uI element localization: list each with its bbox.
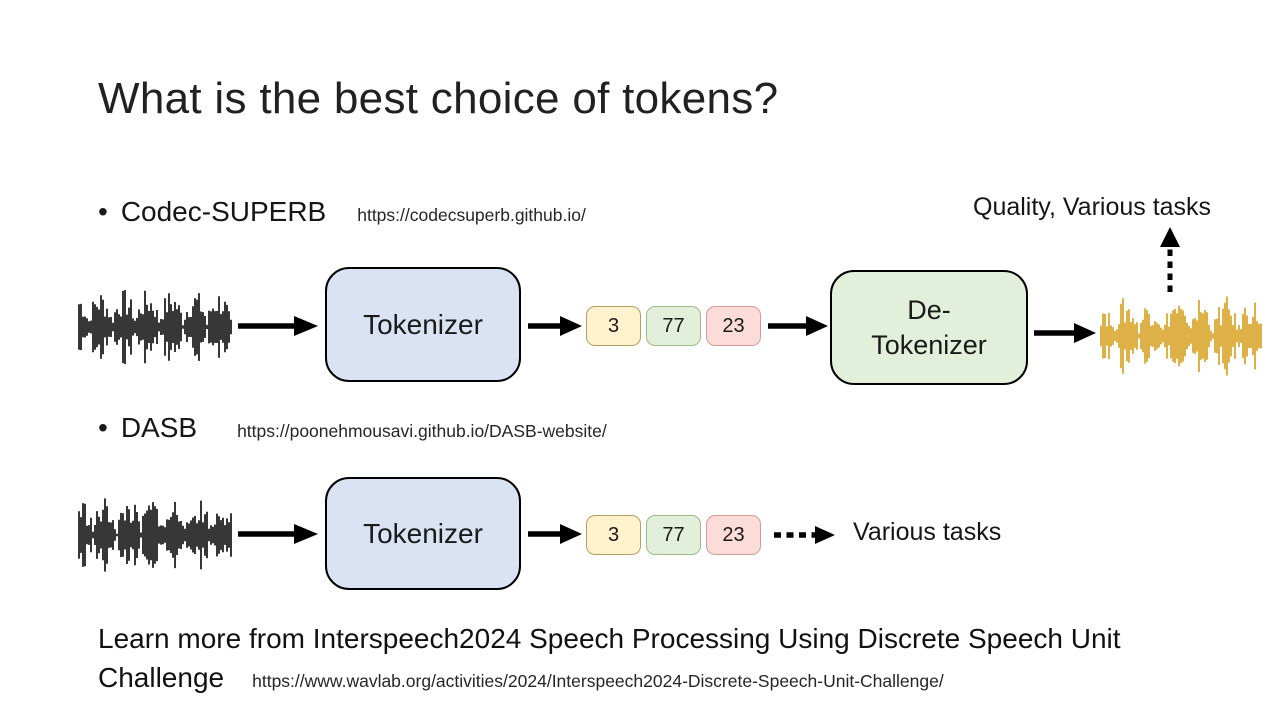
arrow-right-icon [528, 316, 582, 336]
token-box: 3 [586, 515, 641, 555]
codec-superb-bullet-item: • Codec-SUPERB https://codecsuperb.githu… [98, 196, 586, 228]
input-waveform-icon [78, 290, 232, 364]
arrow-right-icon [238, 524, 318, 544]
arrow-right-icon [528, 524, 582, 544]
tokenizer-label: Tokenizer [363, 308, 483, 340]
detokenizer-box: De- Tokenizer [830, 270, 1028, 385]
dasb-label: DASB [120, 412, 198, 443]
input-waveform-icon [78, 498, 232, 572]
tokenizer-box: Tokenizer [325, 477, 521, 590]
token-sequence: 3 77 23 [586, 515, 761, 555]
token-sequence: 3 77 23 [586, 306, 761, 346]
various-tasks-label: Various tasks [853, 518, 1002, 546]
dotted-arrow-right-icon [774, 526, 835, 544]
dotted-arrow-up-icon [1160, 227, 1180, 292]
detokenizer-label-line1: De- [907, 294, 951, 325]
footer-url[interactable]: https://www.wavlab.org/activities/2024/I… [252, 670, 944, 691]
output-waveform-icon [1100, 296, 1262, 376]
bullet-icon: • [98, 412, 108, 443]
page-title: What is the best choice of tokens? [98, 74, 779, 123]
quality-various-tasks-label: Quality, Various tasks [973, 193, 1212, 221]
token-box: 23 [706, 306, 761, 346]
footer: Learn more from Interspeech2024 Speech P… [98, 620, 1158, 697]
arrow-right-icon [238, 316, 318, 336]
codec-superb-url[interactable]: https://codecsuperb.github.io/ [357, 205, 586, 225]
token-box: 77 [646, 515, 701, 555]
tokenizer-label: Tokenizer [363, 517, 483, 549]
token-box: 23 [706, 515, 761, 555]
dasb-bullet-item: • DASB https://poonehmousavi.github.io/D… [98, 412, 607, 444]
arrow-right-icon [768, 316, 828, 336]
bullet-icon: • [98, 196, 108, 227]
tokenizer-box: Tokenizer [325, 267, 521, 382]
token-box: 3 [586, 306, 641, 346]
footer-text: Learn more from Interspeech2024 Speech P… [98, 623, 1121, 693]
detokenizer-label-line2: Tokenizer [871, 329, 987, 360]
arrow-right-icon [1034, 323, 1096, 343]
codec-superb-label: Codec-SUPERB [120, 196, 327, 227]
dasb-url[interactable]: https://poonehmousavi.github.io/DASB-web… [237, 421, 607, 441]
token-box: 77 [646, 306, 701, 346]
